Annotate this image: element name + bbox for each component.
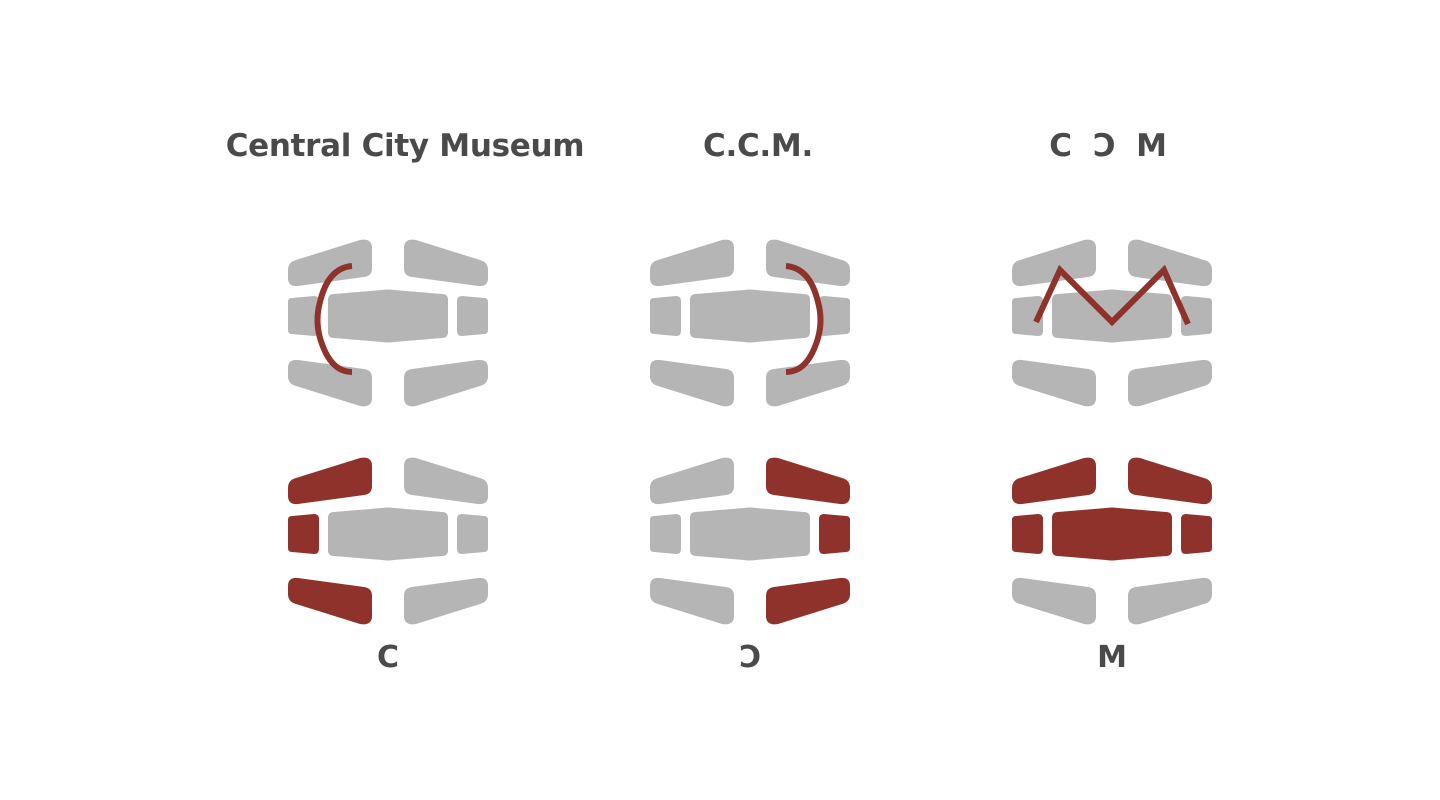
mark-c-filled bbox=[288, 457, 488, 625]
heading-letter-m: M bbox=[1136, 128, 1167, 164]
heading-letter-reversed-c: C bbox=[1092, 128, 1116, 164]
mark-m-filled bbox=[1012, 457, 1212, 625]
heading-letter-c: C bbox=[1049, 128, 1072, 164]
heading-initials: C.C.M. bbox=[703, 128, 813, 164]
caption-reversed-c: C bbox=[690, 640, 810, 675]
heading-stylized-letters: C C M bbox=[898, 128, 1318, 164]
caption-reversed-c-glyph: C bbox=[738, 640, 762, 675]
caption-c: C bbox=[376, 640, 400, 675]
mark-m-outline bbox=[1012, 239, 1212, 407]
heading-full-name: Central City Museum bbox=[225, 128, 585, 164]
mark-c-outline bbox=[288, 239, 488, 407]
mark-reversed-c-filled bbox=[650, 457, 850, 625]
mark-reversed-c-outline bbox=[650, 239, 850, 407]
caption-m: M bbox=[1097, 640, 1127, 675]
